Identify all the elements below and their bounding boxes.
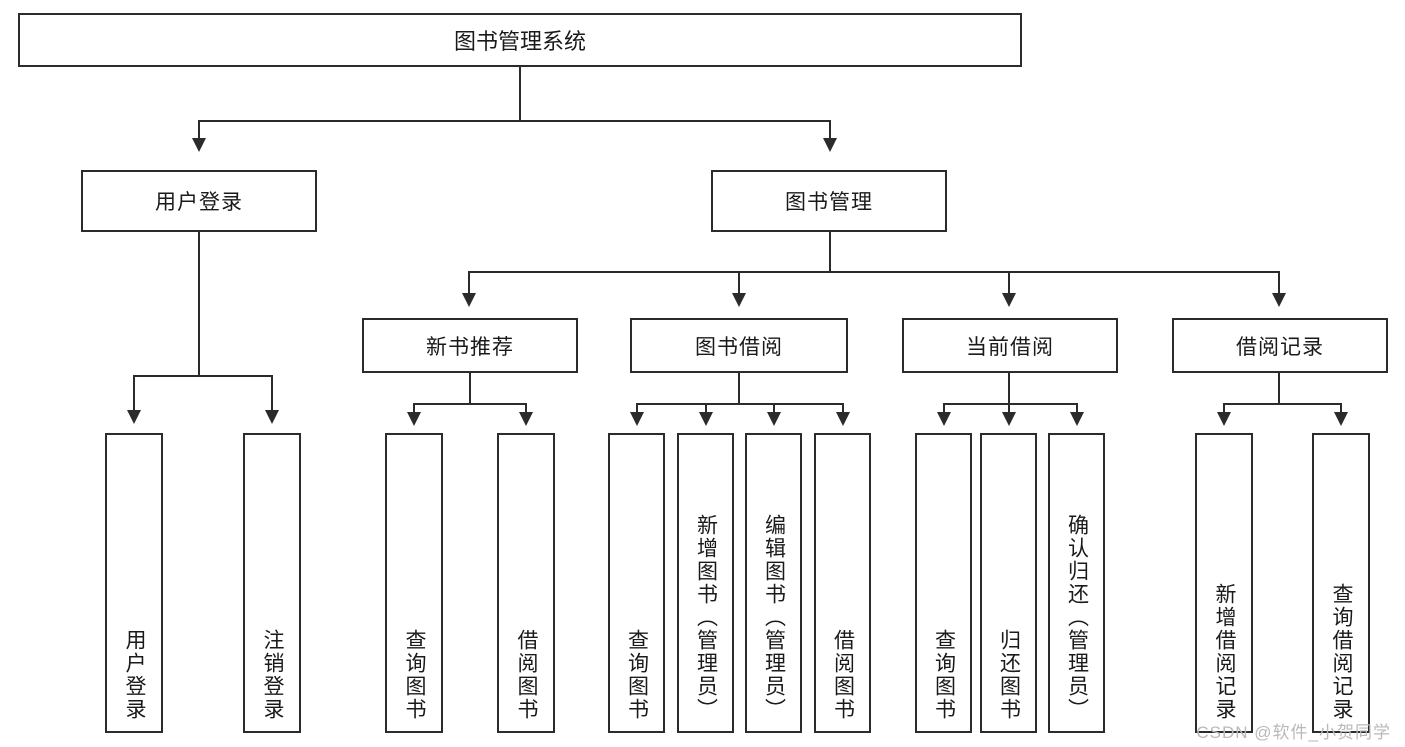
connector-book-borrow-stem [738,373,740,404]
leaf-new-book-1-label: 查询图书 [403,629,427,721]
node-current-borrow[interactable]: 当前借阅 [902,318,1118,373]
leaf-book-borrow-1-label: 查询图书 [625,629,649,721]
connector-book-manage-bus [468,271,1280,273]
arrow-book-manage-to-book-borrow [732,293,746,307]
arrow-current-borrow-leaf-2 [1002,412,1016,426]
connector-book-manage-stem [829,232,831,272]
leaf-current-borrow-3[interactable]: 确认归还（管理员） [1048,433,1105,733]
connector-book-manage-drop-4 [1278,271,1280,296]
arrow-book-manage-to-new-book [462,293,476,307]
connector-book-borrow-drop-4 [842,403,844,415]
node-book-borrow[interactable]: 图书借阅 [630,318,848,373]
connector-root-to-book-manage [829,120,831,142]
arrow-root-to-book-manage [823,138,837,152]
connector-new-book-bus [413,403,527,405]
connector-current-borrow-bus [943,403,1077,405]
leaf-book-borrow-1[interactable]: 查询图书 [608,433,665,733]
connector-user-login-stem [198,232,200,376]
leaf-book-borrow-3-label: 编辑图书（管理员） [762,514,786,721]
arrow-book-borrow-leaf-3 [767,412,781,426]
leaf-new-book-2-label: 借阅图书 [515,629,539,721]
node-borrow-record-label: 借阅记录 [1236,335,1324,359]
leaf-book-borrow-4-label: 借阅图书 [831,629,855,721]
arrow-book-borrow-leaf-4 [836,412,850,426]
connector-current-borrow-drop-1 [943,403,945,415]
connector-current-borrow-stem [1008,373,1010,404]
connector-borrow-record-drop-1 [1223,403,1225,415]
leaf-book-borrow-2[interactable]: 新增图书（管理员） [677,433,734,733]
arrow-book-manage-to-borrow-record [1272,293,1286,307]
arrow-current-borrow-leaf-3 [1070,412,1084,426]
connector-book-borrow-drop-1 [636,403,638,415]
connector-user-login-drop-1 [133,375,135,413]
connector-borrow-record-bus [1223,403,1341,405]
node-user-login-label: 用户登录 [155,191,243,214]
leaf-borrow-record-2[interactable]: 查询借阅记录 [1312,433,1370,733]
connector-root-to-user-login [198,120,200,142]
node-book-borrow-label: 图书借阅 [695,335,783,359]
arrow-user-login-leaf-2 [265,410,279,424]
arrow-user-login-leaf-1 [127,410,141,424]
leaf-new-book-1[interactable]: 查询图书 [385,433,443,733]
node-new-book-label: 新书推荐 [426,335,514,359]
connector-borrow-record-drop-2 [1340,403,1342,415]
connector-user-login-bus [133,375,273,377]
node-borrow-record[interactable]: 借阅记录 [1172,318,1388,373]
connector-book-manage-drop-3 [1008,271,1010,296]
leaf-user-login-2[interactable]: 注销登录 [243,433,301,733]
leaf-current-borrow-1-label: 查询图书 [932,629,956,721]
node-root-label: 图书管理系统 [453,29,586,54]
connector-book-borrow-drop-3 [773,403,775,415]
connector-new-book-stem [469,373,471,404]
leaf-book-borrow-2-label: 新增图书（管理员） [694,514,718,721]
connector-book-borrow-drop-2 [705,403,707,415]
arrow-borrow-record-leaf-2 [1334,412,1348,426]
node-current-borrow-label: 当前借阅 [966,335,1054,359]
node-book-manage-label: 图书管理 [785,191,873,214]
connector-root-bus [199,120,831,122]
leaf-current-borrow-2[interactable]: 归还图书 [980,433,1037,733]
arrow-book-manage-to-current-borrow [1002,293,1016,307]
leaf-user-login-1[interactable]: 用户登录 [105,433,163,733]
connector-book-manage-drop-2 [738,271,740,296]
node-new-book[interactable]: 新书推荐 [362,318,578,373]
connector-book-borrow-bus [636,403,844,405]
leaf-borrow-record-1-label: 新增借阅记录 [1213,583,1237,721]
leaf-book-borrow-3[interactable]: 编辑图书（管理员） [745,433,802,733]
leaf-current-borrow-2-label: 归还图书 [997,629,1021,721]
arrow-new-book-leaf-1 [407,412,421,426]
node-user-login[interactable]: 用户登录 [81,170,317,232]
connector-new-book-drop-1 [413,403,415,415]
leaf-borrow-record-2-label: 查询借阅记录 [1330,583,1354,721]
node-book-manage[interactable]: 图书管理 [711,170,947,232]
arrow-book-borrow-leaf-2 [699,412,713,426]
connector-borrow-record-stem [1278,373,1280,404]
node-root[interactable]: 图书管理系统 [18,13,1022,67]
leaf-user-login-1-label: 用户登录 [123,629,147,721]
leaf-current-borrow-3-label: 确认归还（管理员） [1065,514,1089,721]
connector-book-manage-drop-1 [468,271,470,296]
leaf-current-borrow-1[interactable]: 查询图书 [915,433,972,733]
leaf-borrow-record-1[interactable]: 新增借阅记录 [1195,433,1253,733]
leaf-new-book-2[interactable]: 借阅图书 [497,433,555,733]
arrow-current-borrow-leaf-1 [937,412,951,426]
connector-current-borrow-drop-3 [1076,403,1078,415]
arrow-borrow-record-leaf-1 [1217,412,1231,426]
leaf-book-borrow-4[interactable]: 借阅图书 [814,433,871,733]
arrow-book-borrow-leaf-1 [630,412,644,426]
leaf-user-login-2-label: 注销登录 [261,629,285,721]
connector-user-login-drop-2 [271,375,273,413]
connector-root-stem [519,67,521,121]
arrow-new-book-leaf-2 [519,412,533,426]
connector-current-borrow-drop-2 [1008,403,1010,415]
arrow-root-to-user-login [192,138,206,152]
connector-new-book-drop-2 [525,403,527,415]
